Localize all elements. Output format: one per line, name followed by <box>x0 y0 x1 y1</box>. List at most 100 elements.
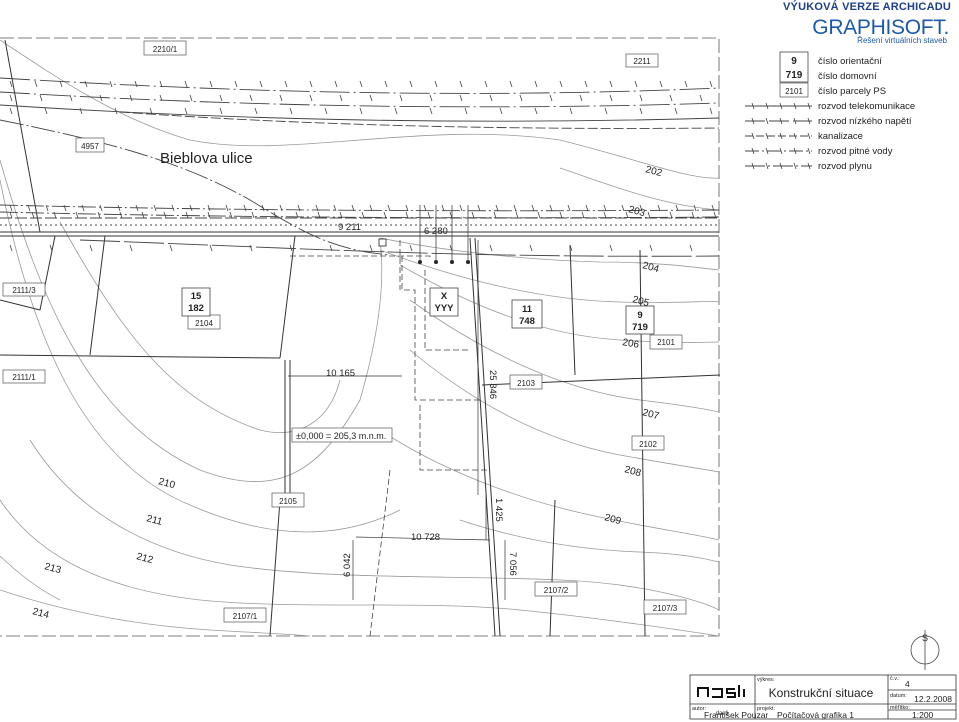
utility-tick <box>31 211 35 219</box>
parcel-label: 2105 <box>279 497 297 506</box>
utility-tick <box>49 244 53 252</box>
utility-tick <box>405 211 409 219</box>
legend-tick <box>807 102 811 110</box>
utility-tick <box>184 107 188 115</box>
utility-tick <box>163 211 167 219</box>
legend-parcel-example: 2101 <box>785 87 803 96</box>
utility-tick <box>477 204 481 212</box>
utility-tick <box>99 94 103 102</box>
north-symbol: S <box>922 633 928 643</box>
utility-tick <box>513 204 517 212</box>
utility-tick <box>134 80 138 88</box>
contour-lines <box>0 39 720 637</box>
title-block <box>689 674 957 720</box>
utility-lines <box>0 77 720 257</box>
building-orientation-number: 9 <box>637 310 642 321</box>
utility-tick <box>559 80 563 88</box>
utility-tick <box>471 211 475 219</box>
date-label: datum: <box>890 693 907 699</box>
utility-tick <box>207 204 211 212</box>
utility-tick <box>44 107 48 115</box>
legend-tick <box>793 132 797 140</box>
banner-title: VÝUKOVÁ VERZE ARCHICADU <box>783 1 951 13</box>
legend-tick <box>765 132 769 140</box>
utility-tick <box>249 244 253 252</box>
legend-tick <box>793 162 797 170</box>
utility-tick <box>693 204 697 212</box>
legend-item: rozvod plynu <box>818 161 872 172</box>
legend-tick <box>765 162 769 170</box>
title-block-texts: dasti výkres: Konstrukční situace č.v.: … <box>692 676 952 720</box>
utility-tick <box>9 107 13 115</box>
utility-tick <box>75 211 79 219</box>
dimension-label: 6 280 <box>424 226 448 237</box>
building-orientation-number: 15 <box>191 291 202 302</box>
legend-tick <box>751 117 755 125</box>
utility-tick <box>119 211 123 219</box>
building-orientation-number: 11 <box>522 304 533 315</box>
utility-tick <box>84 80 88 88</box>
parcel-boundaries <box>0 39 721 637</box>
dasti-logo-icon <box>697 685 745 698</box>
utility-connections <box>378 238 470 264</box>
utility-tick <box>184 80 188 88</box>
utility-tick <box>284 80 288 88</box>
legend-tick-marks <box>751 102 811 170</box>
legend-tick <box>779 117 783 125</box>
utility-tick <box>531 204 535 212</box>
dimension-lines <box>288 231 506 600</box>
legend-item: rozvod pitné vody <box>818 146 893 157</box>
utility-tick <box>359 107 363 115</box>
utility-tick <box>689 244 693 252</box>
drawing-label: výkres: <box>757 677 775 683</box>
utility-tick <box>153 204 157 212</box>
utility-tick <box>251 211 255 219</box>
utility-tick <box>207 211 211 219</box>
utility-tick <box>441 204 445 212</box>
legend-tick <box>779 132 783 140</box>
utility-tick <box>329 244 333 252</box>
parcel-label: 2103 <box>517 379 535 388</box>
dimension-label: 10 728 <box>411 532 440 543</box>
utility-tick <box>669 94 673 102</box>
utility-tick <box>141 211 145 219</box>
legend-tick <box>793 117 797 125</box>
graphisoft-logo: GRAPHISOFT. <box>812 16 949 39</box>
legend-tick <box>779 162 783 170</box>
utility-tick <box>657 204 661 212</box>
utility-tick <box>519 94 523 102</box>
dimension-labels: 9 211 6 280 10 165 25 346 1 425 10 728 6… <box>326 222 518 577</box>
utility-tick <box>297 204 301 212</box>
utility-tick <box>567 204 571 212</box>
scale-value: 1:200 <box>912 710 934 720</box>
building-house-number: 748 <box>519 316 535 327</box>
utility-tick <box>647 211 651 219</box>
building-house-number: 182 <box>188 303 204 314</box>
building-house-number: YYY <box>434 303 454 314</box>
utility-tick <box>489 94 493 102</box>
dimension-label: 7 056 <box>507 552 518 576</box>
utility-tick <box>369 204 373 212</box>
utility-tick <box>399 94 403 102</box>
utility-tick <box>289 107 293 115</box>
utility-tick <box>699 94 703 102</box>
elevation-note-box <box>291 427 393 443</box>
utility-tick <box>149 107 153 115</box>
legend-tick <box>807 117 811 125</box>
utility-tick <box>674 107 678 115</box>
utility-tick <box>625 211 629 219</box>
utility-tick <box>135 204 139 212</box>
utility-tick <box>361 211 365 219</box>
utility-tick <box>684 80 688 88</box>
utility-tick <box>711 204 715 212</box>
building-house-number: 719 <box>632 322 648 333</box>
parcel-label: 2107/2 <box>544 586 569 595</box>
legend-tick <box>807 147 811 155</box>
parcel-label: 4957 <box>81 142 99 151</box>
utility-tick <box>169 244 173 252</box>
legend-texts: 9 719 2101 číslo orientační číslo domovn… <box>785 56 915 172</box>
date-value: 12.2.2008 <box>914 694 952 704</box>
contour-label: 210 <box>157 476 176 491</box>
legend-tick <box>793 102 797 110</box>
utility-tick <box>369 94 373 102</box>
